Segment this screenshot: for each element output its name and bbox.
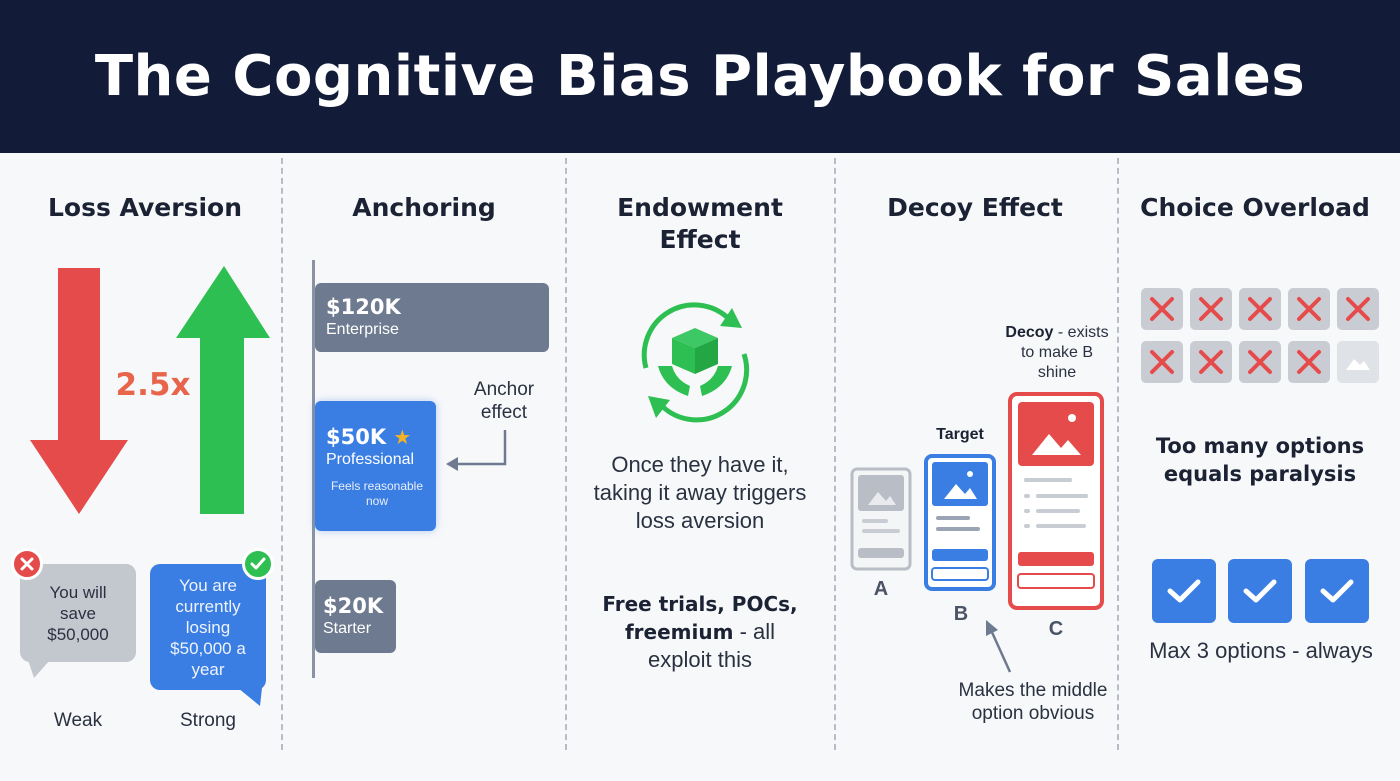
endowment-rest: - all exploit this <box>648 619 776 672</box>
choice-overload-message: Too many options equals paralysis <box>1155 434 1365 486</box>
x-icon <box>1288 341 1330 383</box>
column-divider <box>565 158 567 750</box>
anchor-arrow-icon <box>446 430 507 471</box>
bubble-tail <box>28 660 50 678</box>
option-a-letter: A <box>873 578 889 600</box>
header-banner: The Cognitive Bias Playbook for Sales <box>0 0 1400 153</box>
page-title: The Cognitive Bias Playbook for Sales <box>94 44 1306 109</box>
tier-note: Feels reasonable now <box>330 479 424 508</box>
decoy-label: Decoy - exists to make B shine <box>1000 323 1114 383</box>
x-icon <box>11 548 43 580</box>
decoy-title: Decoy Effect <box>887 193 1063 222</box>
tier-price: $50K <box>326 425 387 449</box>
down-arrow-icon <box>30 268 128 514</box>
bubble-tail <box>238 688 262 706</box>
choice-overload-footer: Max 3 options - always <box>1149 638 1373 663</box>
decoy-cards <box>850 392 1104 610</box>
tier-professional: $50K ★ Professional Feels reasonable now <box>315 401 436 531</box>
check-icon <box>1228 559 1292 623</box>
hands-cube-cycle-icon <box>641 302 750 423</box>
anchor-scale-line <box>312 260 315 678</box>
anchoring-title: Anchoring <box>352 193 496 222</box>
check-icon <box>1152 559 1216 623</box>
tier-starter: $20K Starter <box>315 580 396 653</box>
x-icon <box>1288 288 1330 330</box>
tier-price: $120K <box>326 295 401 319</box>
endowment-body: Once they have it, taking it away trigge… <box>593 452 807 533</box>
strong-message-text: You are currently losing $50,000 a year <box>170 575 246 679</box>
endowment-example: Free trials, POCs, freemium - all exploi… <box>595 590 805 674</box>
strong-message-bubble: You are currently losing $50,000 a year <box>150 564 266 690</box>
image-placeholder-icon <box>1337 341 1379 383</box>
option-a-card <box>850 467 912 571</box>
x-icon <box>1239 288 1281 330</box>
multiplier-label: 2.5x <box>115 367 191 403</box>
endowment-bold: Free trials, POCs, freemium <box>602 592 798 644</box>
endowment-title: Endowment Effect <box>617 193 783 254</box>
option-c-letter: C <box>1048 618 1064 640</box>
column-divider <box>834 158 836 750</box>
column-divider <box>281 158 283 750</box>
tier-enterprise: $120K Enterprise <box>315 283 549 352</box>
option-b-letter: B <box>953 603 969 625</box>
tier-price: $20K <box>323 594 384 618</box>
decoy-caption: Makes the middle option obvious <box>958 680 1108 724</box>
x-icon <box>1141 288 1183 330</box>
pointer-arrow-icon <box>986 620 1012 673</box>
up-arrow-icon <box>176 266 270 514</box>
x-icon <box>1337 288 1379 330</box>
choice-overload-title: Choice Overload <box>1140 193 1370 222</box>
check-icon <box>242 548 274 580</box>
decoy-bold: Decoy <box>1005 324 1054 341</box>
anchor-effect-label: Anchor effect <box>473 379 535 423</box>
x-icon <box>1141 341 1183 383</box>
column-divider <box>1117 158 1119 750</box>
loss-aversion-arrows <box>30 266 270 514</box>
tier-name: Professional <box>326 451 415 468</box>
loss-aversion-title: Loss Aversion <box>47 193 243 222</box>
option-c-card <box>1008 392 1104 610</box>
target-label: Target <box>936 426 984 443</box>
weak-message-text: You will save $50,000 <box>47 582 109 644</box>
decoy-rest: - exists to make B shine <box>1020 324 1109 381</box>
x-icon <box>1239 341 1281 383</box>
x-icon <box>1190 288 1232 330</box>
tier-name: Starter <box>323 620 372 637</box>
strong-label: Strong <box>180 710 236 731</box>
star-icon: ★ <box>393 425 412 449</box>
tier-name: Enterprise <box>326 321 399 338</box>
option-b-card <box>924 454 996 591</box>
check-icon <box>1305 559 1369 623</box>
weak-label: Weak <box>53 710 103 731</box>
x-icon <box>1190 341 1232 383</box>
weak-message-bubble: You will save $50,000 <box>20 564 136 662</box>
